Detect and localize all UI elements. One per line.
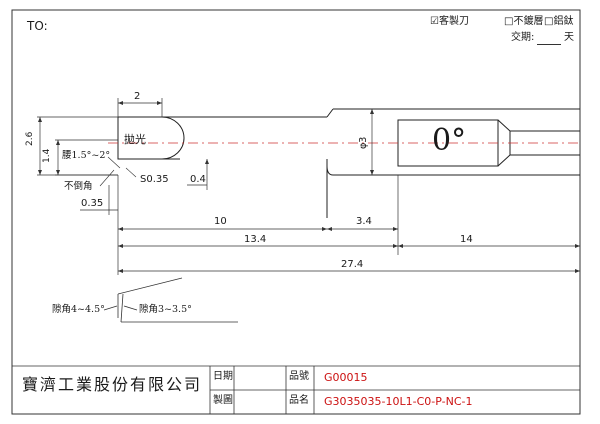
dim-top-2: 2: [134, 91, 141, 102]
dim-s035: S0.35: [140, 174, 169, 185]
angle-box-text: 0°: [432, 123, 467, 158]
label-clearance-2: 隙角3~3.5°: [139, 304, 192, 315]
delivery-label: 交期:: [511, 32, 535, 43]
dim-0-35: 0.35: [81, 198, 104, 209]
option-no-plating: □不鍍層: [504, 16, 544, 27]
label-polish: 拋光: [124, 133, 146, 146]
tool-outline: [117, 108, 580, 218]
title-block-grid: [12, 365, 580, 414]
delivery-unit: 天: [564, 32, 574, 43]
label-waist-angle: 腰1.5°~2°: [62, 150, 111, 161]
dim-13-4: 13.4: [244, 234, 267, 245]
dim-3-4: 3.4: [356, 216, 372, 227]
dim-10: 10: [214, 216, 227, 227]
dimension-arrows: [38, 101, 580, 273]
company-name: 寶濟工業股份有限公司: [22, 375, 203, 394]
dimension-lines: [37, 98, 580, 275]
dim-height-1-4: 1.4: [42, 148, 52, 163]
clearance-detail: [103, 277, 238, 323]
dim-27-4: 27.4: [341, 259, 364, 270]
drawn-label: 製圖: [213, 395, 233, 406]
delivery-blank: [537, 34, 561, 45]
item-name-label: 品名: [289, 395, 309, 406]
label-no-chamfer: 不倒角: [64, 181, 93, 192]
label-clearance-1: 隙角4~4.5°: [52, 304, 105, 315]
to-label: TO:: [27, 19, 48, 33]
dim-0-4: 0.4: [190, 174, 206, 185]
option-tialn: □鋁鈦: [544, 16, 574, 27]
item-name-value: G3035035-10L1-C0-P-NC-1: [324, 395, 473, 408]
sheet-border: [11, 9, 581, 415]
dim-height-2-6: 2.6: [25, 131, 35, 146]
item-no-value: G00015: [324, 371, 368, 384]
dim-dia-3: φ3: [358, 136, 369, 149]
leader-lines: [99, 156, 137, 187]
dim-14: 14: [460, 234, 473, 245]
option-custom: ☑客製刀: [430, 16, 469, 27]
item-no-label: 品號: [289, 371, 309, 382]
date-label: 日期: [213, 371, 233, 382]
